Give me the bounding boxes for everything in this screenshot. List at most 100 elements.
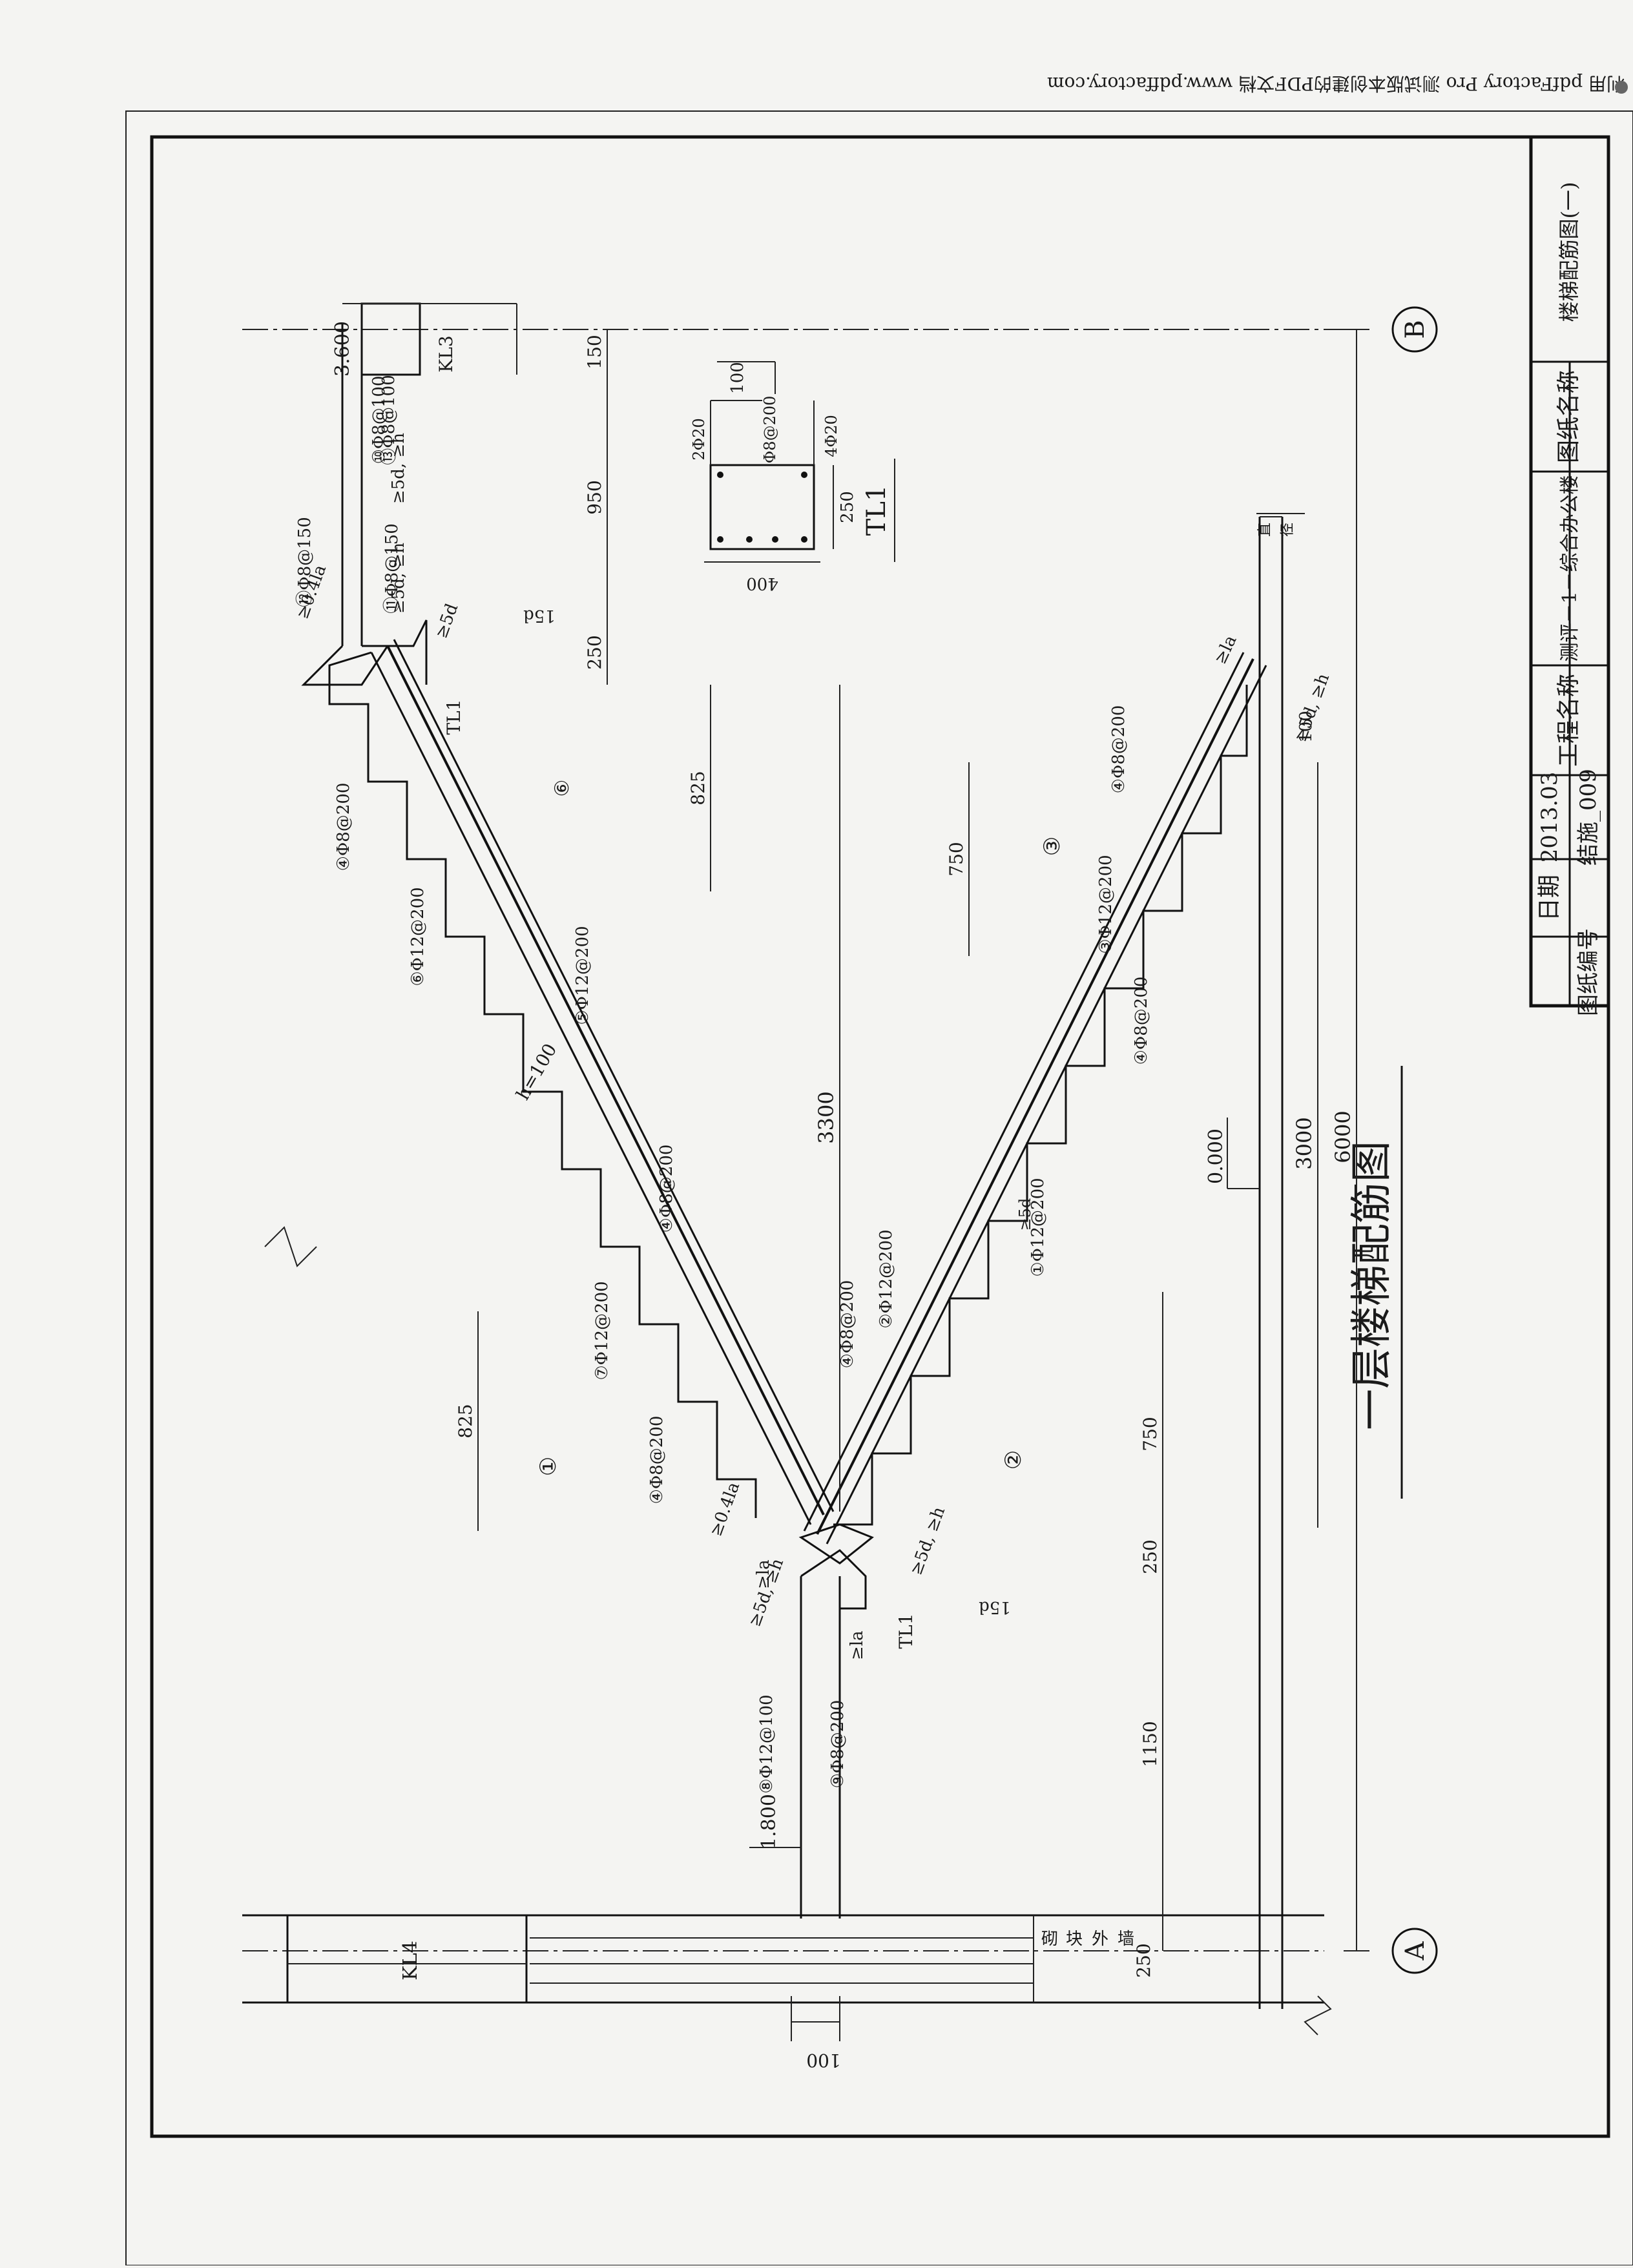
- watermark-logo-icon: [1615, 81, 1628, 94]
- note-5d-b: ≥5d: [1016, 1198, 1034, 1231]
- dim-950: 950: [584, 480, 605, 514]
- note-5dh-3: ≥5d, ≥h: [906, 1504, 949, 1577]
- note-5dh-1: ≥5d, ≥h: [389, 433, 408, 504]
- wall-char-1: 砌: [1041, 1930, 1058, 1949]
- date-label: 日期: [1536, 875, 1563, 921]
- rebar-r10: ⑩Φ8@100: [369, 376, 389, 464]
- dim-total-6000: 6000: [1331, 1110, 1355, 1163]
- note-15d-bottom: 15d: [979, 1597, 1011, 1617]
- rebar-r2: ②Φ12@200: [877, 1229, 896, 1328]
- elevation-1800: 1.800: [758, 1794, 780, 1849]
- rebar-r6: ⑥Φ12@200: [408, 887, 428, 986]
- note-top-1: 直: [1257, 523, 1273, 537]
- dim-750-b: 750: [946, 842, 967, 876]
- section-height: 250: [838, 491, 857, 523]
- dim-150: 150: [584, 335, 605, 369]
- rebar-r8: ⑧Φ12@100: [757, 1694, 776, 1793]
- elevation-0: 0.000: [1205, 1129, 1227, 1184]
- axis-lines: [242, 329, 1369, 1951]
- project-value: 测评－1－综合办公楼: [1559, 475, 1581, 661]
- beam-kl3-label: KL3: [435, 335, 457, 372]
- wall-kl4: [242, 1914, 1332, 2035]
- drawing-frame: [150, 135, 1610, 2138]
- break-mark: [264, 1226, 317, 1267]
- upper-flight: [328, 639, 835, 1525]
- date-value: 2013.03: [1537, 772, 1563, 863]
- section-bottom-bar: 4Φ20: [822, 415, 840, 457]
- anchorage-notes: ≥0.4la ≥0.4la ≥la ≥la ≥la ≥5d, ≥h ≥5d, ≥…: [293, 433, 1333, 1660]
- dim-height-3300: 3300: [814, 1091, 838, 1143]
- elevation-3600: 3.600: [331, 321, 354, 377]
- rebar-r4b: ④Φ8@200: [657, 1145, 676, 1233]
- rebar-r1: ①Φ12@200: [1028, 1178, 1048, 1276]
- dim-250-wall: 250: [1133, 1943, 1154, 1977]
- rebar-r11: ⑪Φ8@150: [382, 523, 402, 613]
- rebar-r4a: ④Φ8@200: [334, 783, 353, 871]
- rebar-r4d: ④Φ8@200: [838, 1280, 857, 1369]
- note-top-2: 径: [1280, 523, 1296, 537]
- dim-100-bottom: 100: [806, 2050, 840, 2071]
- drawing-name-value: 楼梯配筋图(一): [1557, 182, 1581, 322]
- axis-a-bubble: [1391, 1928, 1438, 1974]
- wall-char-3: 外: [1092, 1930, 1108, 1949]
- circle-3: ③: [1039, 837, 1065, 856]
- axis-b-bubble: [1391, 306, 1438, 353]
- rebar-r4f: ④Φ8@200: [1109, 705, 1129, 794]
- project-label: 工程名称: [1555, 674, 1582, 767]
- step-height-label: h=100: [512, 1040, 561, 1104]
- rebar-labels: ⑬Φ8@100 ⑩Φ8@100 ⑫Φ8@150 ⑪Φ8@150 ④Φ8@200 …: [295, 375, 1151, 1793]
- rebar-r4e: ④Φ8@200: [1132, 977, 1151, 1065]
- section-title: TL1: [862, 485, 891, 536]
- circle-6: ⑥: [551, 780, 574, 797]
- dim-span-3000: 3000: [1292, 1117, 1316, 1169]
- circle-2: ②: [1001, 1450, 1026, 1470]
- dim-250-a: 250: [1139, 1539, 1161, 1574]
- note-la2: ≥0.4la: [706, 1479, 744, 1539]
- dim-lines-right: [1317, 329, 1369, 1951]
- note-15d-top: 15d: [523, 606, 556, 625]
- axis-a-label: A: [1400, 1940, 1430, 1961]
- dim-750-a: 750: [1139, 1417, 1161, 1451]
- tl1-section: [704, 361, 834, 563]
- note-la3: ≥la: [754, 1559, 773, 1589]
- circle-1: ①: [536, 1457, 561, 1476]
- rebar-r7: ⑦Φ12@200: [592, 1281, 612, 1380]
- rebar-r13: ⑬Φ8@100: [379, 375, 399, 464]
- dim-825-lower: 825: [455, 1404, 476, 1438]
- section-stirrup: Φ8@200: [761, 396, 779, 464]
- rebar-r4c: ④Φ8@200: [647, 1416, 667, 1504]
- watermark-text: 利用 pdfFactory Pro 测试版本创建的PDF文档 www.pdffa…: [1047, 73, 1625, 94]
- dim-825-upper: 825: [687, 771, 709, 805]
- beam-kl4-label: KL4: [399, 1940, 422, 1980]
- section-top-bar: 2Φ20: [690, 418, 708, 460]
- dim-250-b: 250: [584, 635, 605, 669]
- mid-landing: [798, 1523, 874, 1919]
- dim-100-top: 100: [1296, 711, 1316, 743]
- beam-tl1-mid-label: TL1: [895, 1613, 917, 1649]
- note-5d-a: ≥5d: [432, 601, 462, 641]
- note-5dh-2: ≥5d, ≥h: [389, 543, 408, 614]
- rebar-r12: ⑫Φ8@150: [295, 517, 315, 607]
- note-la4: ≥la: [848, 1630, 867, 1660]
- rebar-r9: ⑨Φ8@200: [828, 1700, 848, 1789]
- wall-char-2: 块: [1066, 1930, 1083, 1949]
- wall-char-4: 墙: [1118, 1930, 1134, 1949]
- rebar-r3: ③Φ12@200: [1096, 855, 1116, 953]
- circled-labels: ① ② ③ ⑥: [536, 780, 1065, 1477]
- top-landing: [301, 302, 517, 686]
- drawing-name-label: 图纸名称: [1555, 370, 1582, 463]
- beam-tl1-top-label: TL1: [443, 699, 464, 734]
- drawing-no-value: 结施_009: [1576, 769, 1601, 866]
- drawing-title: 一层楼梯配筋图: [1348, 1141, 1396, 1430]
- note-5dh-4: ≥5d, ≥h: [745, 1555, 787, 1629]
- note-la5: ≥la: [1211, 632, 1240, 667]
- axis-b-label: B: [1400, 320, 1430, 338]
- title-block: 楼梯配筋图(一) 图纸名称 测评－1－综合办公楼 工程名称 2013.03 结施…: [1529, 135, 1610, 1016]
- ground-slab: [1258, 516, 1284, 2009]
- drawing-no-label: 图纸编号: [1576, 928, 1601, 1016]
- dim-1150: 1150: [1139, 1721, 1161, 1767]
- lower-flight: [803, 652, 1267, 1545]
- rebar-r5: ⑤Φ12@200: [573, 926, 592, 1025]
